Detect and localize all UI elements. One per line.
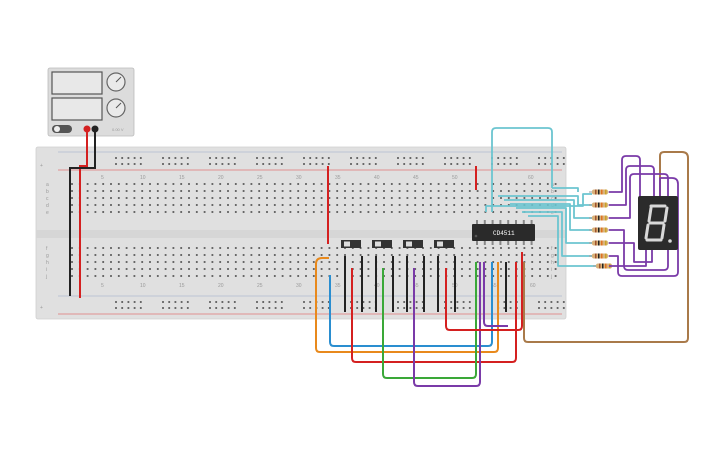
- slide-switch-icon: [434, 240, 454, 248]
- positive-terminal-icon[interactable]: [83, 125, 91, 133]
- row-label: c: [46, 196, 49, 202]
- wire-red-a: [351, 262, 517, 363]
- wire-red-supply: [79, 131, 88, 298]
- column-label: 5: [101, 283, 104, 289]
- rail-plus-bottom: +: [40, 305, 43, 311]
- column-label: 20: [218, 175, 224, 181]
- column-label: 35: [335, 175, 341, 181]
- seven-segment-display-icon[interactable]: [638, 196, 678, 250]
- slide-switch-icon: [403, 240, 423, 248]
- row-label: h: [46, 260, 49, 266]
- column-label: 25: [257, 175, 263, 181]
- row-label: j: [550, 274, 552, 280]
- power-supply[interactable]: 0.00 V: [47, 67, 135, 137]
- column-label: 15: [179, 175, 185, 181]
- row-label: g: [551, 253, 554, 259]
- wire-blue: [329, 262, 493, 347]
- chip-pin: [499, 220, 502, 224]
- wire-purple-bottom: [413, 262, 481, 387]
- digit-segments: [644, 204, 669, 242]
- chip-pin: [515, 241, 517, 245]
- chip-pin: [515, 220, 517, 224]
- column-label: 10: [140, 283, 146, 289]
- chip-pin: [491, 241, 494, 245]
- power-supply-current-display: [51, 97, 103, 121]
- chip-pin: [499, 241, 502, 245]
- row-label: i: [46, 267, 47, 273]
- column-label: 10: [140, 175, 146, 181]
- column-label: 55: [491, 283, 497, 289]
- row-label: f: [551, 246, 553, 252]
- resistor-icon[interactable]: [589, 227, 612, 233]
- chip-pin: [491, 220, 494, 224]
- row-label: e: [551, 210, 554, 216]
- wires-cyan[interactable]: [485, 127, 596, 267]
- chip-pin: [476, 241, 478, 245]
- column-label: 60: [528, 175, 534, 181]
- row-label: j: [45, 274, 47, 280]
- column-label: 35: [335, 283, 341, 289]
- resistor-icon[interactable]: [589, 202, 612, 208]
- column-label: 20: [218, 283, 224, 289]
- wires-power[interactable]: [69, 131, 477, 298]
- power-supply-voltage-display: [51, 71, 103, 95]
- column-label: 45: [413, 283, 419, 289]
- resistor-array[interactable]: [589, 189, 616, 269]
- ic-chip-cd4511[interactable]: CD4511: [472, 224, 535, 241]
- column-label: 45: [413, 175, 419, 181]
- row-label: b: [46, 189, 49, 195]
- row-label: a: [46, 182, 49, 188]
- chip-pin: [507, 241, 510, 245]
- chip-label: CD4511: [493, 230, 515, 237]
- rail-plus-top: +: [40, 163, 43, 169]
- chip-pin: [530, 241, 533, 245]
- resistor-icon[interactable]: [589, 253, 612, 259]
- row-label: i: [551, 267, 552, 273]
- wire-orange: [315, 257, 499, 353]
- chip-pin: [522, 241, 525, 245]
- wires-bottom[interactable]: [315, 151, 689, 387]
- wire-black-supply: [69, 131, 96, 296]
- column-label: 5: [101, 175, 104, 181]
- column-label: 60: [530, 283, 536, 289]
- chip-pin: [483, 241, 486, 245]
- row-label: d: [46, 203, 49, 209]
- row-label: h: [551, 260, 554, 266]
- row-label: f: [46, 246, 48, 252]
- column-label: 25: [257, 283, 263, 289]
- row-label: b: [551, 189, 554, 195]
- column-label: 40: [374, 175, 380, 181]
- slide-switch-icon: [341, 240, 361, 248]
- chip-pin: [522, 220, 525, 224]
- wire-brown: [523, 151, 689, 343]
- chip-pin: [483, 220, 486, 224]
- column-label: 50: [452, 175, 458, 181]
- chip-pin: [476, 220, 478, 224]
- chip-pin: [530, 220, 533, 224]
- wire-purple-b: [483, 262, 508, 327]
- column-label: 30: [296, 175, 302, 181]
- column-label: 15: [179, 283, 185, 289]
- wire-red-b: [445, 252, 523, 331]
- svg-text:0.00 V: 0.00 V: [112, 127, 124, 132]
- row-label: e: [46, 210, 49, 216]
- wire-green: [382, 262, 477, 379]
- negative-terminal-icon[interactable]: [91, 125, 99, 133]
- column-label: 30: [296, 283, 302, 289]
- resistor-icon[interactable]: [589, 215, 612, 221]
- chip-pin: [507, 220, 510, 224]
- row-label: g: [46, 253, 49, 259]
- slide-switch-icon: [372, 240, 392, 248]
- wires-purple[interactable]: [609, 155, 679, 277]
- resistor-icon[interactable]: [589, 240, 612, 246]
- row-label: c: [551, 196, 554, 202]
- switch-wires[interactable]: [344, 256, 507, 312]
- resistor-icon[interactable]: [589, 189, 612, 195]
- dip-switches[interactable]: [341, 240, 454, 248]
